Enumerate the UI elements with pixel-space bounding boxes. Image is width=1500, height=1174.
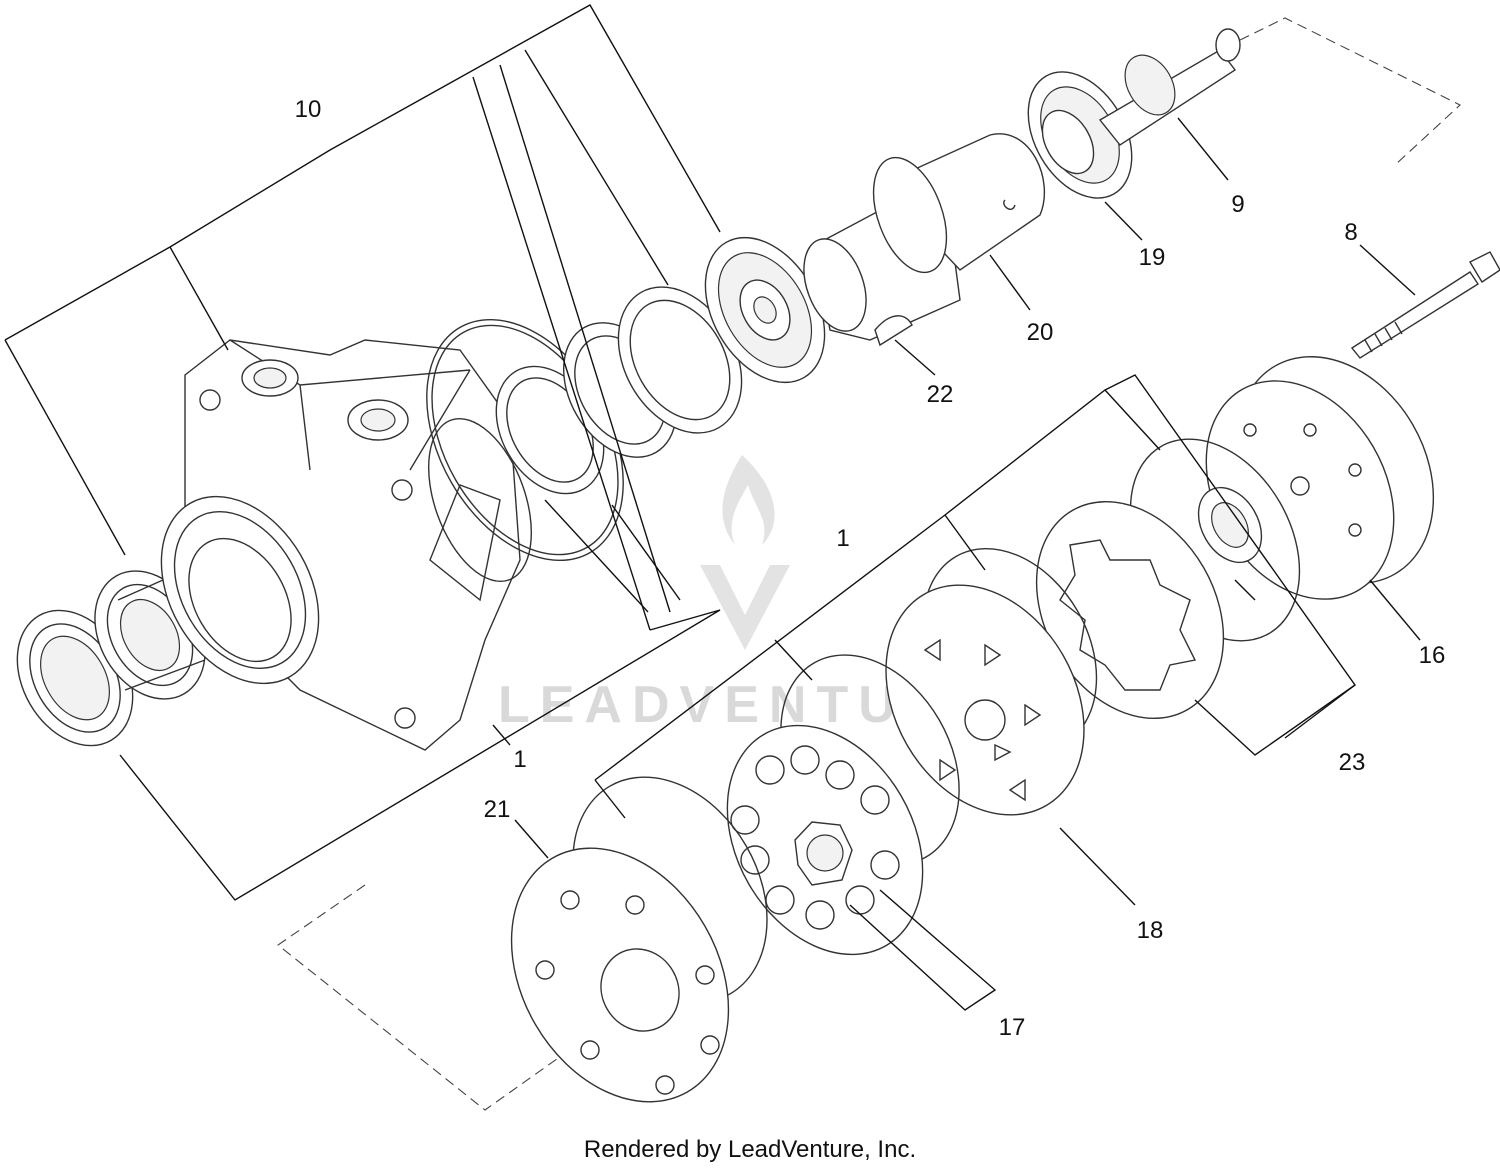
valve-housing: [510, 776, 768, 1103]
callout-9: 9: [1231, 191, 1244, 218]
callout-20: 20: [1027, 319, 1054, 346]
callout-19: 19: [1139, 244, 1166, 271]
commutator: [726, 654, 960, 956]
drive-link-gear: [1027, 71, 1133, 199]
thrust-bearing: [704, 236, 826, 384]
leader-lines: [4, 4, 1421, 1011]
end-cap: [1205, 356, 1435, 600]
output-shaft: [803, 133, 1045, 341]
render-credit: Rendered by LeadVenture, Inc.: [583, 1136, 917, 1163]
end-cap-seal: [1129, 438, 1301, 642]
callout-21: 21: [484, 796, 511, 823]
callout-16: 16: [1419, 642, 1446, 669]
motor-housing: [160, 339, 533, 751]
shaft-seals: [495, 286, 743, 495]
callout-17: 17: [999, 1014, 1026, 1041]
callout-labels: 10 9 8 19 20 22 1 1 16 23 21 18 17: [295, 96, 1446, 1041]
callout-18: 18: [1137, 917, 1164, 944]
callout-22: 22: [927, 381, 954, 408]
watermark-flame-logo: [700, 455, 790, 650]
callout-8: 8: [1344, 219, 1357, 246]
woodruff-key: [874, 315, 913, 347]
drive-shaft: [1098, 28, 1241, 146]
callout-1-right: 1: [836, 525, 849, 552]
callout-23: 23: [1339, 749, 1366, 776]
manifold-plate: [885, 547, 1098, 816]
cap-screw: [1350, 251, 1500, 359]
callout-1-left: 1: [513, 746, 526, 773]
callout-10: 10: [295, 96, 322, 123]
